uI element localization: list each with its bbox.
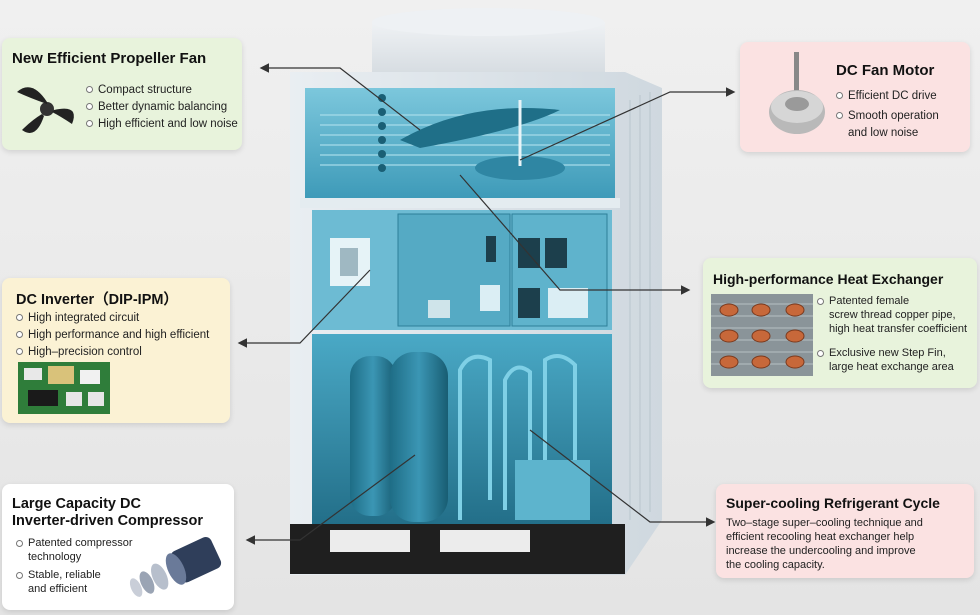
accumulator <box>350 356 396 516</box>
compressor-parts-icon <box>129 536 222 597</box>
dc-fan-motor-title: DC Fan Motor <box>836 62 935 79</box>
dc-inverter-bullet: High integrated circuit <box>16 310 209 327</box>
heat-exchanger-title: High-performance Heat Exchanger <box>713 271 944 287</box>
compressor-panel: Large Capacity DC Inverter-driven Compre… <box>2 484 234 610</box>
dc-fan-motor-panel: DC Fan Motor Efficient DC drive Smooth o… <box>740 42 970 152</box>
heat-exchanger-plate <box>515 460 590 520</box>
heat-exchanger-bullet: Patented female screw thread copper pipe… <box>817 294 967 336</box>
compressor-bullet: Patented compressor technology <box>16 536 133 564</box>
super-cooling-title: Super-cooling Refrigerant Cycle <box>726 495 940 511</box>
propeller-fan-title: New Efficient Propeller Fan <box>12 50 207 67</box>
propeller-fan-bullet: High efficient and low noise <box>86 116 238 133</box>
dc-fan-motor-bullet: Smooth operation and low noise <box>836 108 939 142</box>
super-cooling-description: Two–stage super–cooling technique and ef… <box>726 517 923 571</box>
propeller-fan-icon <box>17 87 74 133</box>
dc-inverter-title: DC Inverter（DIP-IPM） <box>16 292 178 308</box>
propeller-fan-panel: New Efficient Propeller Fan Compact stru… <box>2 38 242 150</box>
super-cooling-panel: Super-cooling Refrigerant Cycle Two–stag… <box>716 484 974 578</box>
compressor-title-line1: Large Capacity DC <box>12 496 141 512</box>
copper-pipe-icon <box>711 294 813 376</box>
propeller-fan-bullet: Better dynamic balancing <box>86 99 238 116</box>
compressor-title-line2: Inverter-driven Compressor <box>12 513 203 529</box>
heat-exchanger-panel: High-performance Heat Exchanger Patented… <box>703 258 977 388</box>
dc-inverter-bullet: High performance and high efficient <box>16 327 209 344</box>
circuit-board-icon <box>18 362 110 414</box>
fan-motor-icon <box>769 52 825 134</box>
fan-chamber <box>305 88 615 200</box>
dc-fan-motor-bullet: Efficient DC drive <box>836 88 939 105</box>
propeller-fan-bullet: Compact structure <box>86 82 238 99</box>
compressor-bullet: Stable, reliable and efficient <box>16 568 133 596</box>
compressor-body <box>390 352 448 522</box>
dc-inverter-bullet: High–precision control <box>16 344 209 361</box>
heat-exchanger-bullet: Exclusive new Step Fin, large heat excha… <box>817 346 967 374</box>
dc-inverter-panel: DC Inverter（DIP-IPM） High integrated cir… <box>2 278 230 423</box>
